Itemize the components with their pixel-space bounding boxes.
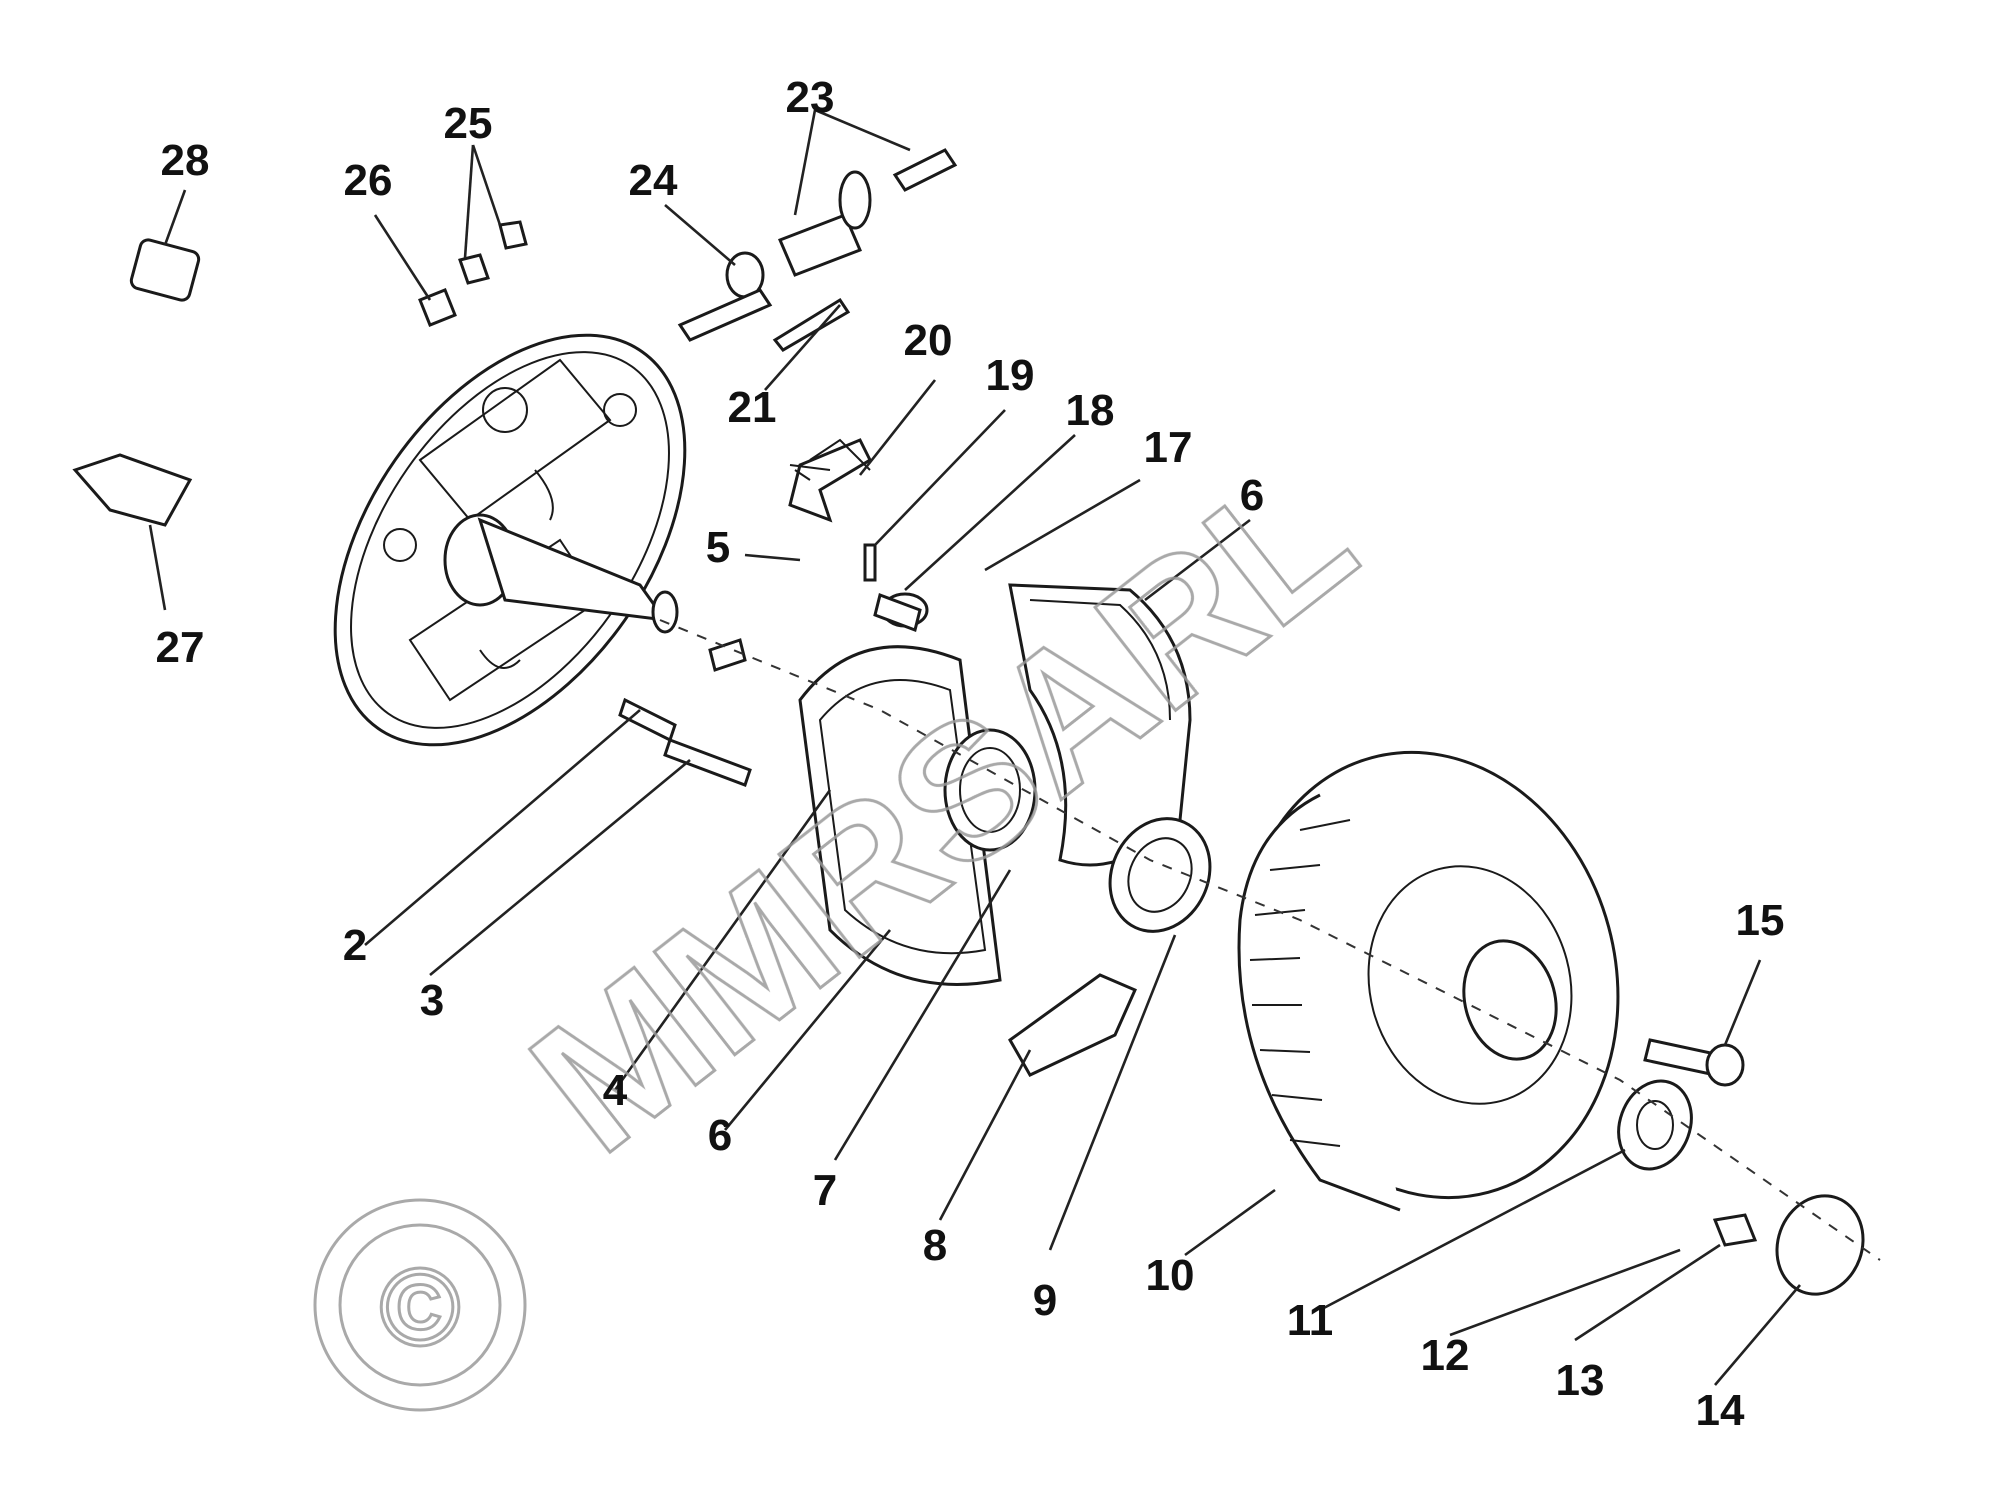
callout-9: 9 [1033, 1276, 1057, 1325]
callout-13: 13 [1556, 1356, 1605, 1405]
callout-7: 7 [813, 1166, 837, 1215]
callout-11: 11 [1287, 1296, 1334, 1345]
small-parts [72, 148, 1865, 1296]
callout-19: 19 [986, 351, 1035, 400]
callout-6-top: 6 [1240, 471, 1264, 520]
callout-21: 21 [728, 383, 777, 432]
callout-20: 20 [904, 316, 953, 365]
callout-6-bottom: 6 [708, 1111, 732, 1160]
callout-3: 3 [420, 976, 444, 1025]
copyright-circle-inner [338, 1223, 502, 1387]
callout-17: 17 [1144, 423, 1193, 472]
callout-28: 28 [161, 136, 210, 185]
assembly-axis [659, 619, 1881, 1261]
callout-4: 4 [603, 1066, 628, 1115]
callout-2: 2 [343, 921, 367, 970]
brake-drum [1237, 750, 1620, 1212]
callout-15: 15 [1736, 896, 1785, 945]
callout-12: 12 [1421, 1331, 1470, 1380]
callout-23: 23 [786, 73, 835, 122]
backing-plate [333, 333, 687, 747]
brake-shoes [798, 645, 1037, 986]
callout-26: 26 [344, 156, 393, 205]
copyright-circle-outer [313, 1198, 527, 1412]
callout-27: 27 [156, 623, 205, 672]
callout-labels: 2 3 4 5 6 6 6 7 8 9 10 11 12 13 14 15 17… [156, 73, 1785, 1435]
callout-5: 5 [706, 523, 730, 572]
callout-18: 18 [1066, 386, 1115, 435]
leader-lines [148, 108, 1801, 1386]
callout-25: 25 [444, 99, 493, 148]
callout-24: 24 [629, 156, 678, 205]
callout-8: 8 [923, 1221, 947, 1270]
callout-14: 14 [1696, 1386, 1745, 1435]
copyright-symbol: © [379, 1246, 460, 1369]
bearing-9 [1108, 817, 1212, 933]
callout-10: 10 [1146, 1251, 1195, 1300]
